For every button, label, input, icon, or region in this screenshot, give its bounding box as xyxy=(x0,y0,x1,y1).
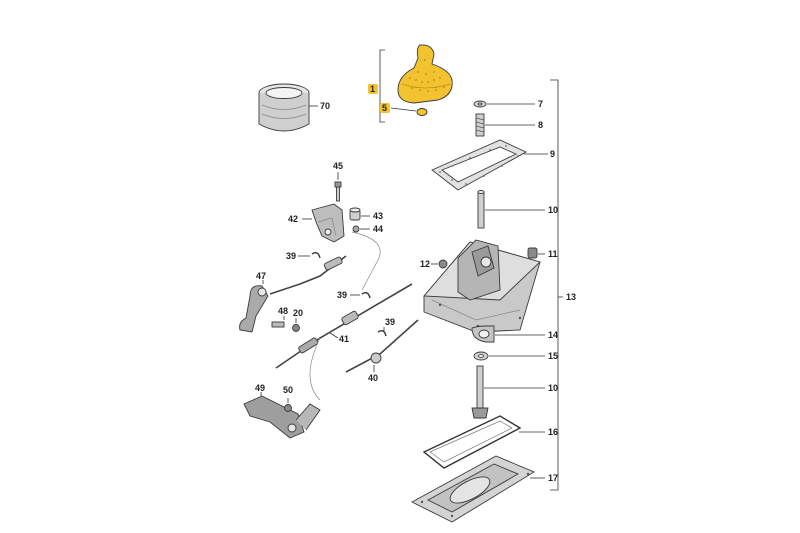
callout-9: 9 xyxy=(550,149,555,159)
part-17-base-plate[interactable] xyxy=(411,455,535,523)
part-10-upper-rod[interactable] xyxy=(477,190,485,229)
part-14-bearing-shell[interactable] xyxy=(471,325,495,343)
part-13-selector-housing[interactable] xyxy=(423,239,541,333)
callout-7: 7 xyxy=(538,99,543,109)
callout-8: 8 xyxy=(538,120,543,130)
callout-41: 41 xyxy=(339,334,349,344)
part-39-clip-b[interactable] xyxy=(361,291,371,299)
callout-47: 47 xyxy=(256,271,266,281)
part-47-lever[interactable] xyxy=(239,285,269,333)
callout-1-badge xyxy=(368,84,378,94)
callout-13: 13 xyxy=(566,292,576,302)
callout-15: 15 xyxy=(548,351,558,361)
callout-20: 20 xyxy=(293,308,303,318)
part-11-bushing[interactable] xyxy=(527,247,538,259)
part-1-gear-knob[interactable] xyxy=(397,44,453,104)
callout-44: 44 xyxy=(373,224,383,234)
part-49-lever-plate[interactable] xyxy=(243,395,321,439)
part-48-pin[interactable] xyxy=(271,321,285,328)
part-8-spring[interactable] xyxy=(475,113,485,137)
callout-43: 43 xyxy=(373,211,383,221)
callout-17: 17 xyxy=(548,473,558,483)
callout-45: 45 xyxy=(333,161,343,171)
callout-11: 11 xyxy=(548,249,558,259)
callout-42: 42 xyxy=(288,214,298,224)
part-45-bolt[interactable] xyxy=(334,181,342,202)
callout-1: 1 xyxy=(370,84,375,94)
callout-40: 40 xyxy=(368,373,378,383)
part-50-nut[interactable] xyxy=(284,404,292,412)
part-70-sleeve[interactable] xyxy=(258,83,310,132)
callout-5: 5 xyxy=(382,103,387,113)
callout-50: 50 xyxy=(283,385,293,395)
part-43-bushing[interactable] xyxy=(349,207,361,221)
part-5-clip[interactable] xyxy=(416,108,428,116)
part-12-nut[interactable] xyxy=(438,259,448,269)
part-20-nut[interactable] xyxy=(292,324,300,332)
part-39-clip-a[interactable] xyxy=(311,251,321,259)
callout-10-lower: 10 xyxy=(548,383,558,393)
callout-48: 48 xyxy=(278,306,288,316)
part-9-gasket[interactable] xyxy=(431,139,527,191)
callout-70: 70 xyxy=(320,101,330,111)
callout-39-a: 39 xyxy=(286,251,296,261)
part-44-screw[interactable] xyxy=(352,225,360,233)
callout-12: 12 xyxy=(420,259,430,269)
callout-49: 49 xyxy=(255,383,265,393)
part-15-washer[interactable] xyxy=(473,351,489,361)
part-40-selector-cable[interactable] xyxy=(345,319,419,373)
part-cable-upper[interactable] xyxy=(269,231,381,295)
callout-14: 14 xyxy=(548,330,558,340)
part-10-lower-rod[interactable] xyxy=(471,365,489,419)
part-41-shift-cable[interactable] xyxy=(275,283,413,401)
part-16-gasket-frame[interactable] xyxy=(422,415,522,469)
callout-10-upper: 10 xyxy=(548,205,558,215)
part-7-washer[interactable] xyxy=(473,100,487,108)
part-42-bracket[interactable] xyxy=(311,203,345,243)
callout-39-c: 39 xyxy=(385,317,395,327)
callout-16: 16 xyxy=(548,427,558,437)
callout-39-b: 39 xyxy=(337,290,347,300)
part-39-clip-c[interactable] xyxy=(377,329,387,337)
callout-5-badge xyxy=(380,103,390,113)
